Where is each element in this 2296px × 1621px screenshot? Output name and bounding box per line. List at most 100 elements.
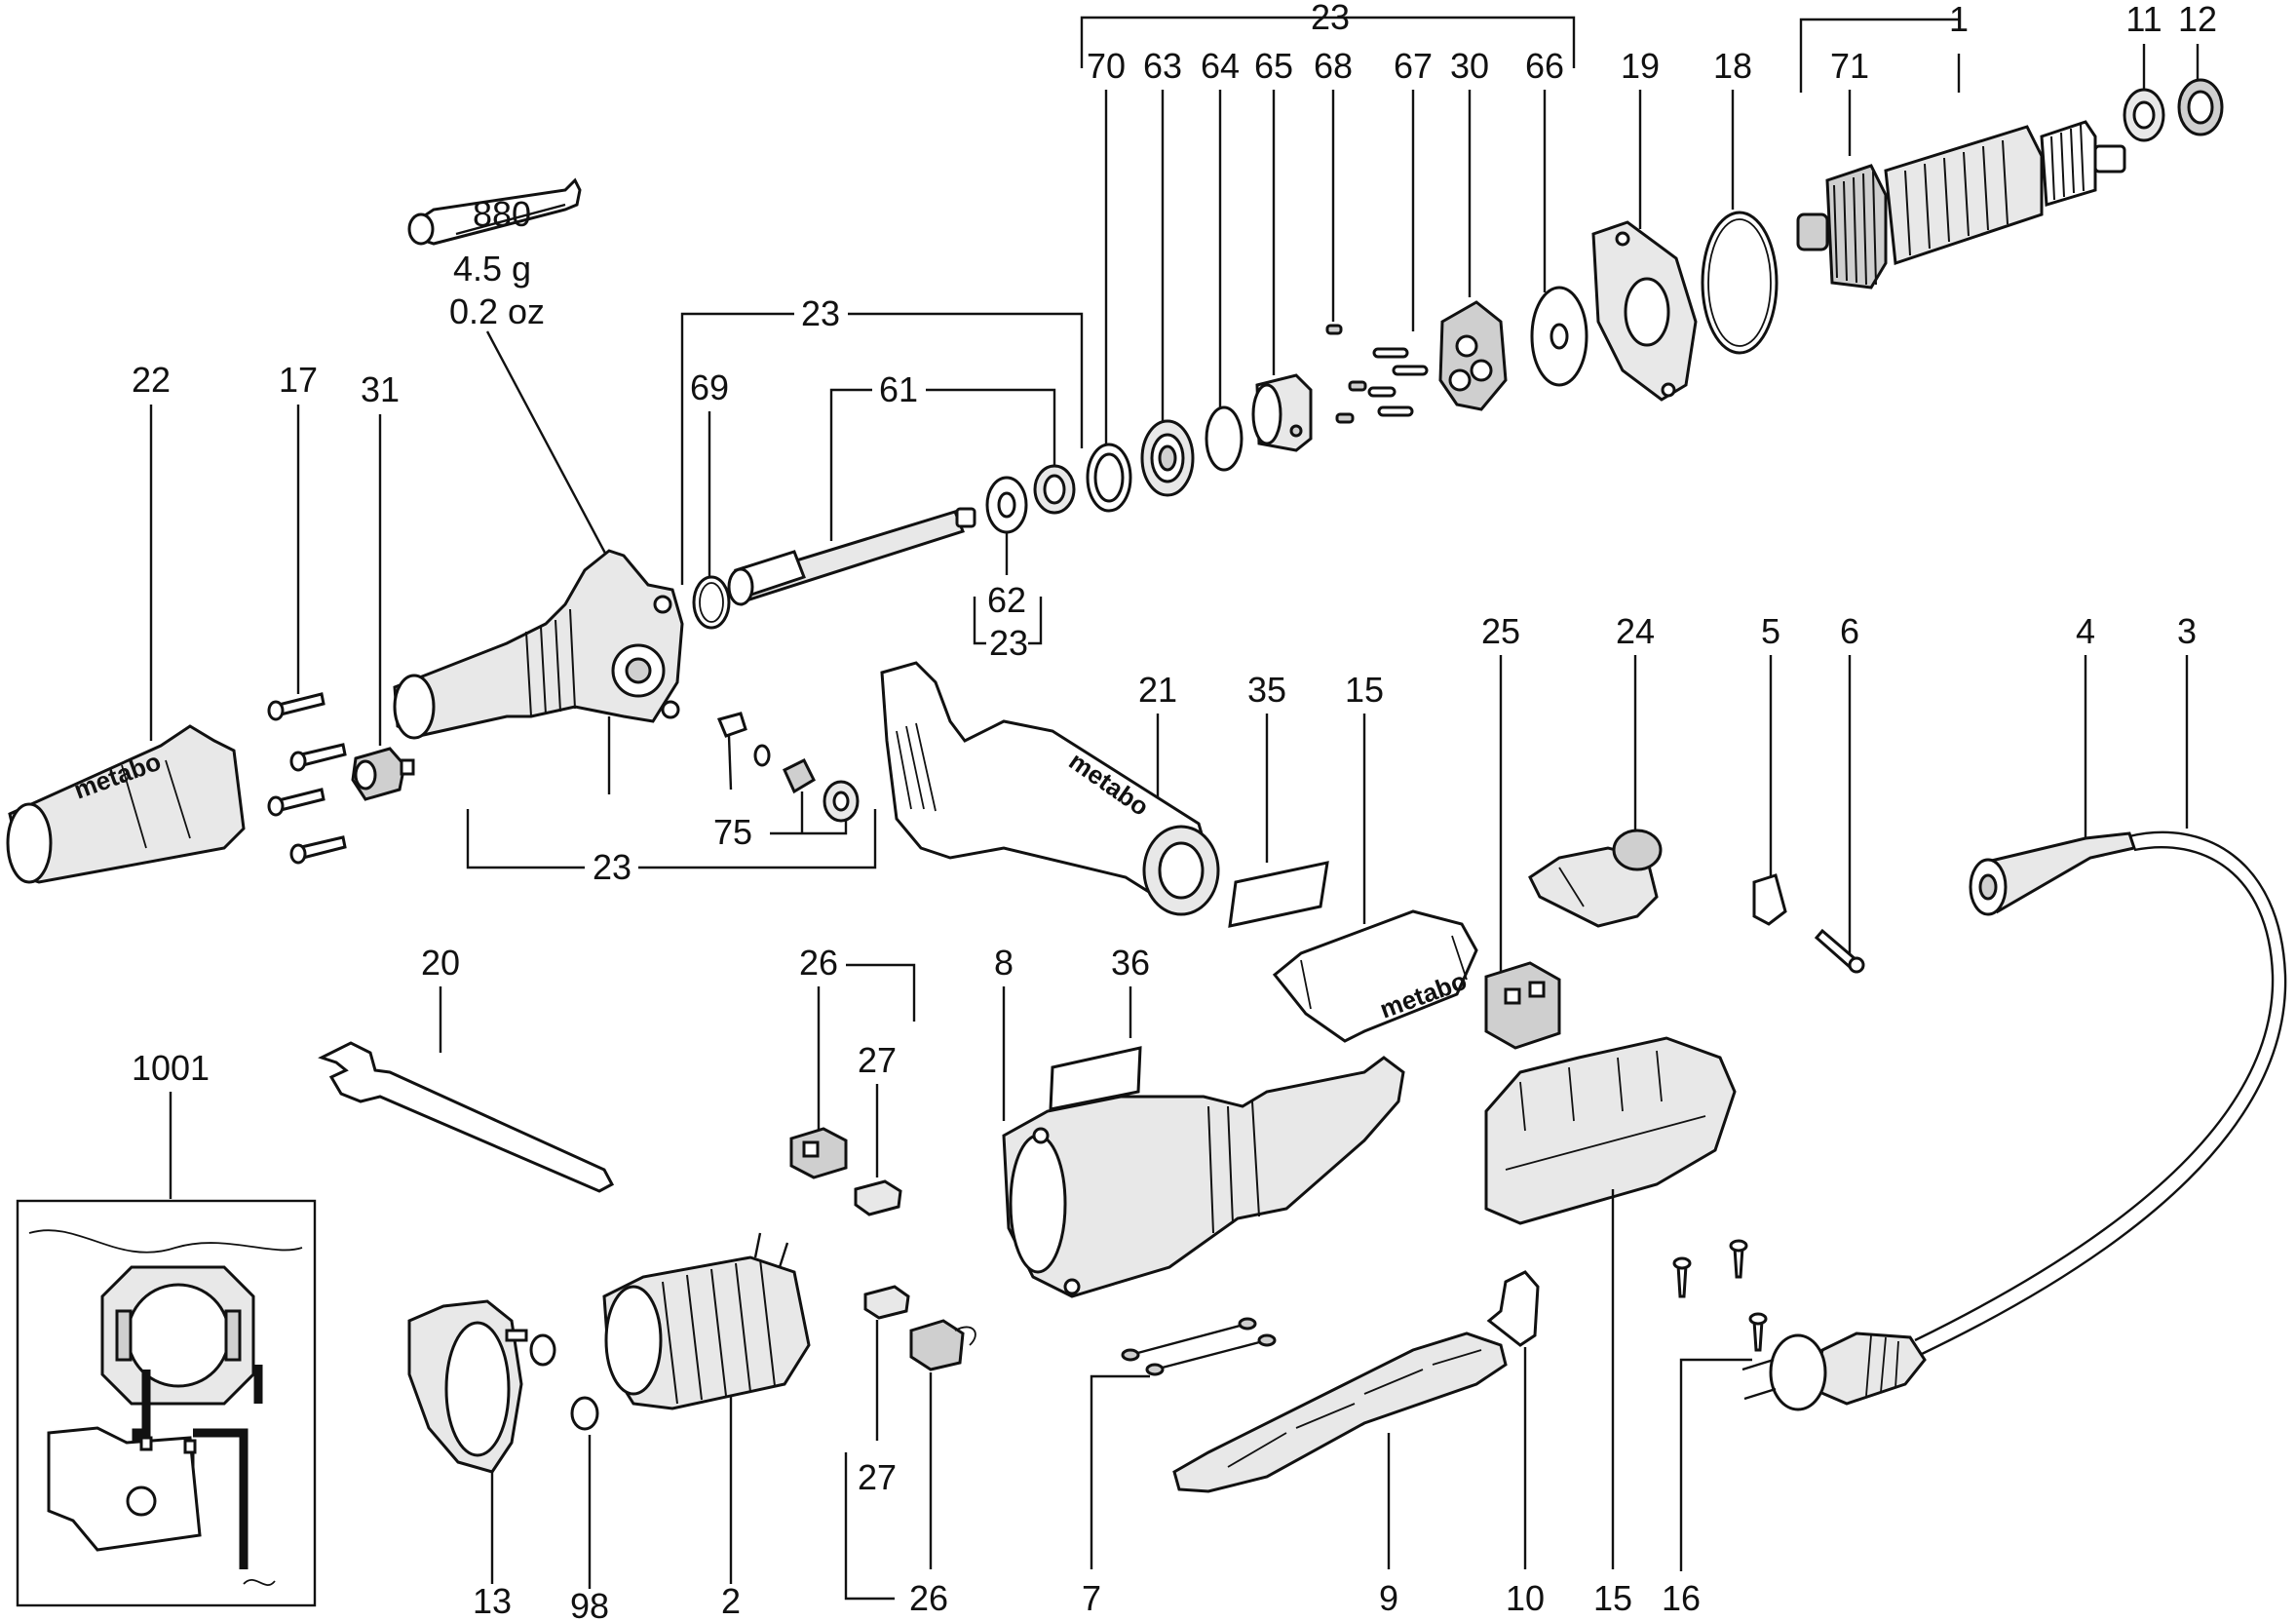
nut-31 [351, 747, 415, 801]
brush-ring-13 [407, 1299, 528, 1474]
gear-housing-23 [393, 549, 684, 740]
housing-base-9 [1172, 1332, 1508, 1493]
leader-grease [485, 330, 611, 561]
ring-70-inner [1093, 452, 1125, 503]
stator-2 [602, 1232, 811, 1410]
side-handle-21 [880, 661, 1220, 916]
label-26-bottom: 26 [909, 1578, 948, 1618]
pins-67 [1367, 347, 1429, 417]
label-plate-36 [1049, 1046, 1142, 1111]
parts-75 [716, 712, 860, 823]
bracket-26-top [846, 963, 916, 1022]
label-plate-35 [1228, 861, 1329, 928]
bearing-flange-19 [1591, 220, 1698, 402]
label-65: 65 [1254, 46, 1293, 86]
label-17: 17 [279, 360, 318, 400]
label-18: 18 [1713, 46, 1752, 86]
label-62: 62 [987, 580, 1026, 620]
label-7: 7 [1082, 1578, 1101, 1618]
washer-62 [985, 476, 1028, 534]
disc-66-hole [1550, 323, 1569, 350]
cover-15-top [1272, 909, 1478, 1043]
label-61: 61 [879, 369, 918, 409]
leader-75 [770, 791, 848, 835]
carbon-brush-27-bottom [863, 1285, 910, 1320]
label-63: 63 [1143, 46, 1182, 86]
label-2: 2 [721, 1581, 741, 1621]
clip-5 [1752, 873, 1787, 926]
label-12: 12 [2178, 0, 2217, 39]
label-5: 5 [1761, 611, 1780, 651]
label-22: 22 [132, 360, 171, 400]
bracket-group-1 [1799, 18, 1961, 93]
label-69: 69 [690, 367, 729, 407]
label-70: 70 [1087, 46, 1126, 86]
leader-lines-top [1104, 90, 1735, 448]
bracket-62-left [973, 597, 986, 645]
armature-1 [1796, 120, 2126, 289]
label-13: 13 [473, 1581, 512, 1621]
label-30: 30 [1450, 46, 1489, 86]
brush-holder-26-bottom [909, 1319, 976, 1371]
screw-6 [1814, 928, 1865, 974]
grease-code: 880 [473, 194, 531, 234]
label-67: 67 [1394, 46, 1433, 86]
grease-weight-oz: 0.2 oz [449, 291, 545, 331]
label-23-mid: 23 [801, 293, 840, 333]
bracket-26-bottom [844, 1452, 895, 1601]
screws-16 [1672, 1239, 1768, 1352]
o-ring-18 [1701, 211, 1779, 355]
brush-holder-26-top [789, 1127, 848, 1179]
nose-cap-22 [6, 724, 246, 884]
motor-housing-8 [1002, 1056, 1405, 1298]
leader-7 [1090, 1374, 1150, 1569]
label-10: 10 [1506, 1578, 1545, 1618]
bearing-holder-65 [1251, 373, 1313, 452]
bracket-23-bottom-left [466, 809, 585, 869]
label-68: 68 [1314, 46, 1353, 86]
label-64: 64 [1201, 46, 1240, 86]
switch-24 [1528, 829, 1663, 928]
bracket-group-61 [829, 388, 1056, 541]
label-98: 98 [570, 1586, 609, 1621]
label-26-top: 26 [799, 943, 838, 983]
carbon-brush-27-top [854, 1179, 902, 1216]
label-75: 75 [713, 812, 752, 852]
grease-tube-880 [407, 177, 582, 246]
ring-98 [570, 1396, 599, 1431]
leader-16 [1679, 1358, 1752, 1571]
bracket-62-right [1028, 597, 1043, 645]
label-36: 36 [1111, 943, 1150, 983]
plug-3 [1741, 1332, 1927, 1411]
label-4: 4 [2076, 611, 2095, 651]
bracket-group-23-mid [680, 312, 1084, 585]
cable-3 [1919, 830, 2287, 1357]
label-15-bottom: 15 [1593, 1578, 1632, 1618]
label-1001: 1001 [132, 1048, 210, 1088]
washer-13 [529, 1333, 556, 1367]
label-71: 71 [1830, 46, 1869, 86]
bracket-23-bottom-right [638, 809, 877, 869]
label-6: 6 [1840, 611, 1859, 651]
label-23-top: 23 [1311, 0, 1350, 37]
circlip-64 [1205, 405, 1244, 472]
bearing-63 [1140, 419, 1195, 497]
spindle-61 [727, 507, 976, 606]
bearing-11 [2123, 88, 2165, 142]
bracket-group-23-top [1080, 16, 1576, 68]
clip-10 [1486, 1270, 1540, 1347]
label-21: 21 [1138, 670, 1177, 710]
pins-68 [1325, 324, 1367, 424]
label-31: 31 [361, 369, 400, 409]
label-9: 9 [1379, 1578, 1398, 1618]
label-8: 8 [994, 943, 1014, 983]
label-15-top: 15 [1345, 670, 1384, 710]
terminal-25 [1484, 961, 1561, 1050]
label-23-bottom: 23 [593, 847, 631, 887]
wrench-20 [318, 1041, 615, 1193]
label-25: 25 [1481, 611, 1520, 651]
label-1: 1 [1949, 0, 1969, 39]
label-11: 11 [2125, 0, 2162, 39]
label-35: 35 [1247, 670, 1286, 710]
